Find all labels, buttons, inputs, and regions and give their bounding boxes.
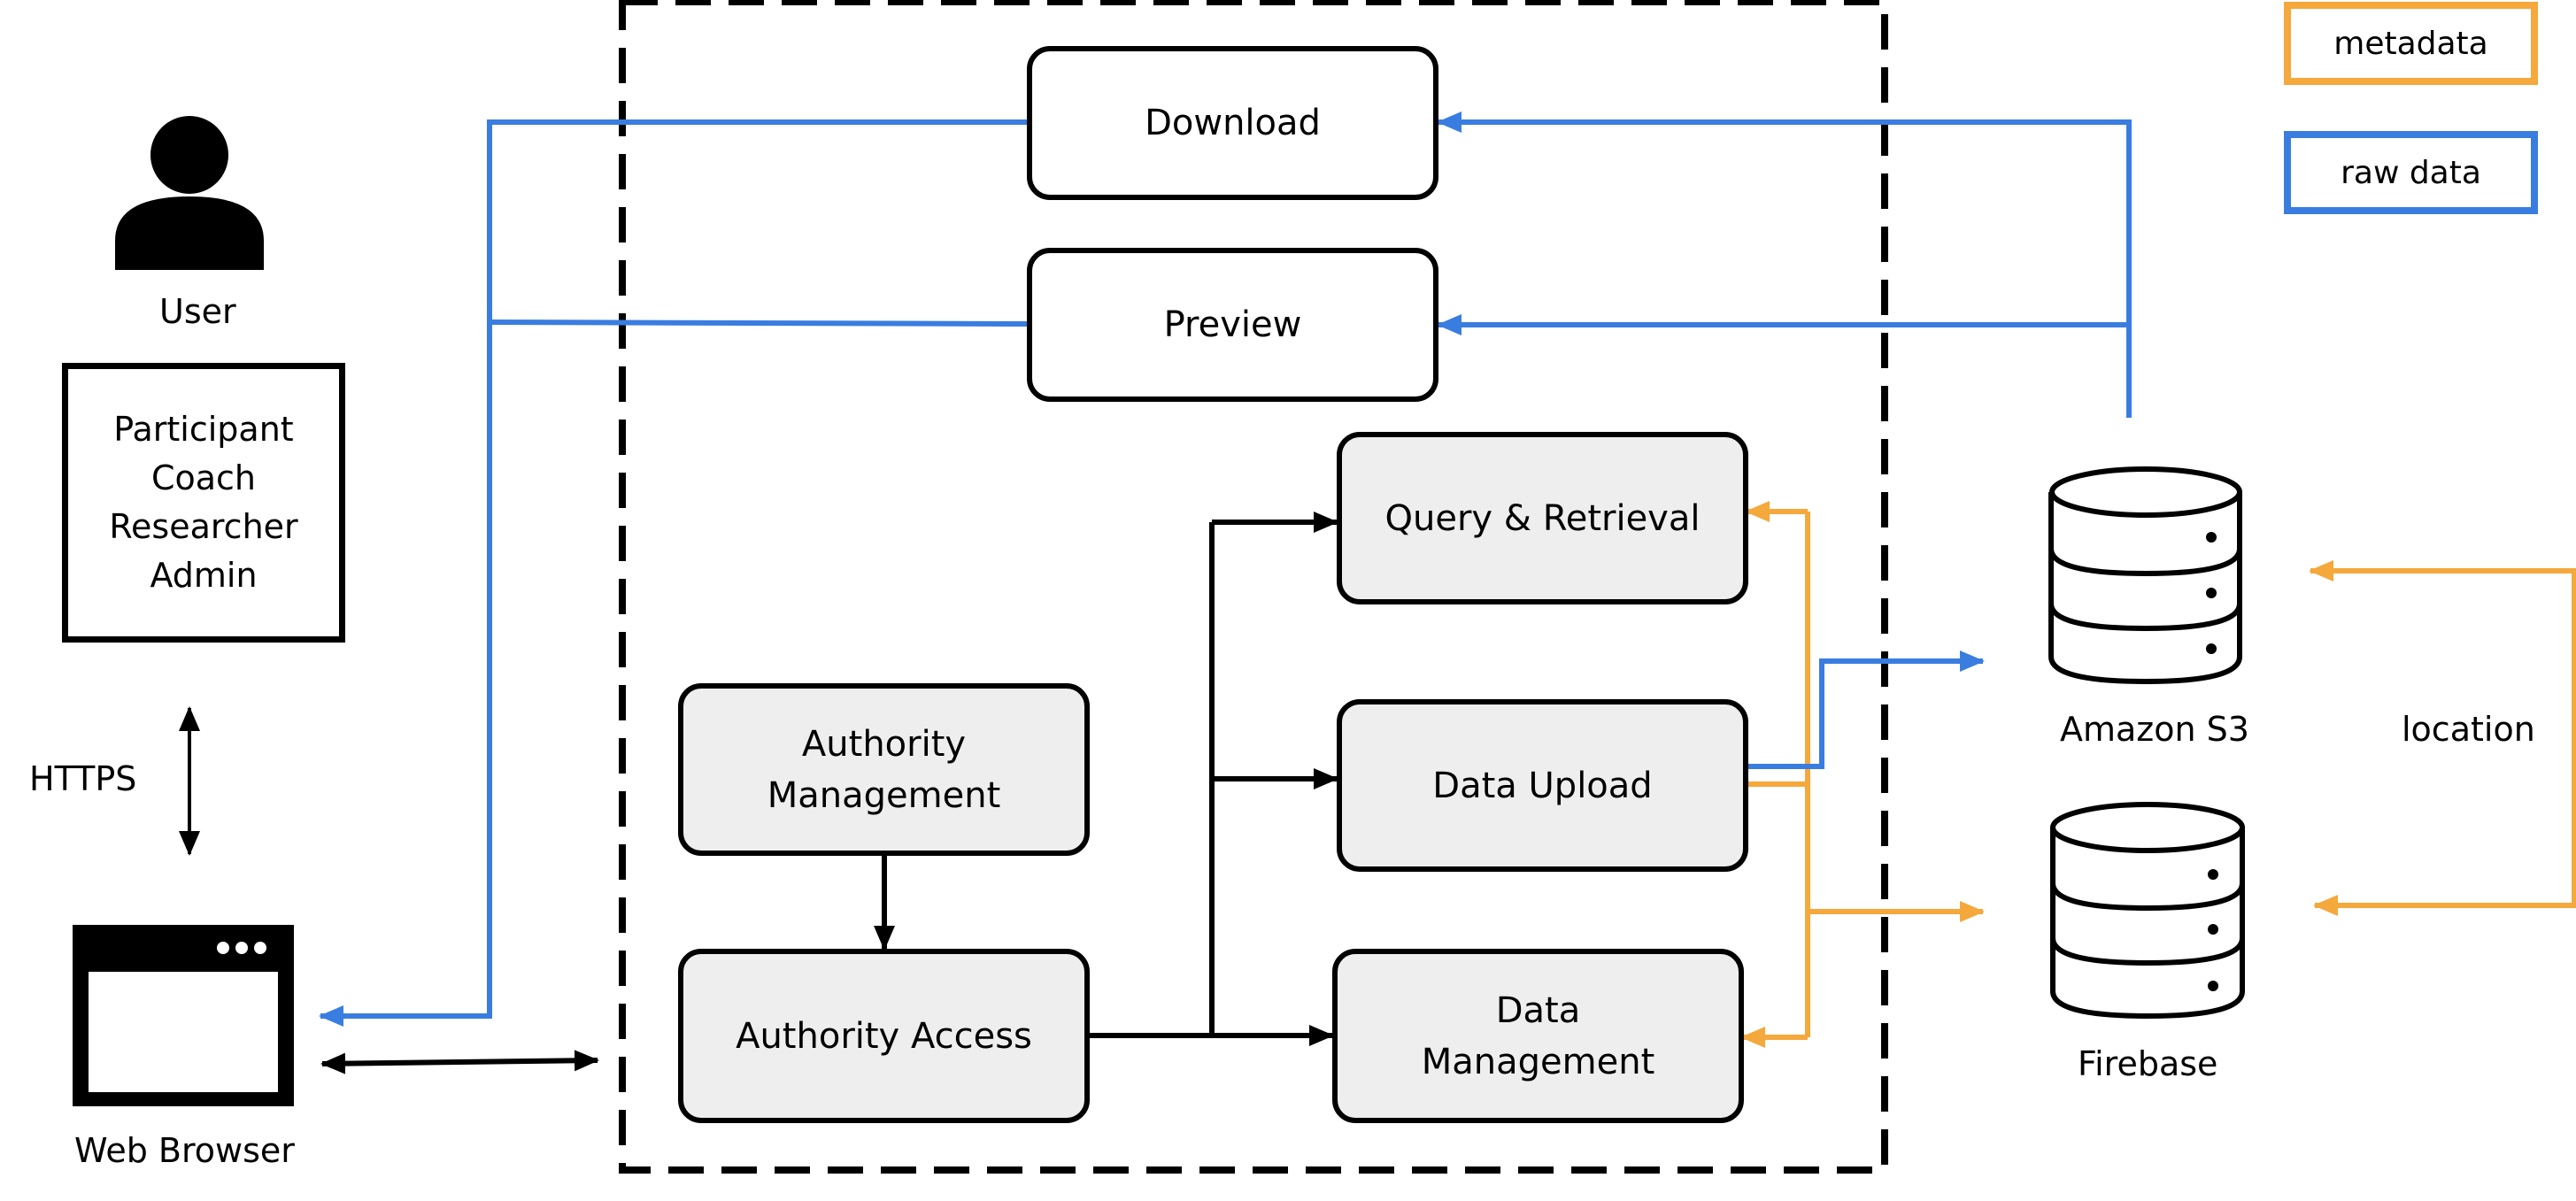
- user-label: User: [159, 292, 236, 331]
- authority-management-label-line2: Management: [767, 774, 1001, 816]
- role-admin: Admin: [150, 556, 258, 595]
- data-upload-label: Data Upload: [1432, 765, 1653, 806]
- system-boundary: [619, 0, 1888, 1174]
- upload-raw-connector: [1748, 651, 1985, 769]
- database-icon: [2048, 466, 2242, 685]
- query-retrieval-box[interactable]: Query & Retrieval: [1337, 432, 1748, 604]
- raw-data-s3-connector: [1437, 112, 2132, 418]
- legend-metadata-label: metadata: [2333, 25, 2488, 62]
- user-icon: [115, 116, 264, 270]
- role-participant: Participant: [113, 410, 294, 449]
- data-upload-box[interactable]: Data Upload: [1337, 699, 1748, 872]
- data-management-label-line1: Data: [1495, 989, 1581, 1031]
- download-box[interactable]: Download: [1027, 46, 1438, 200]
- role-coach: Coach: [150, 458, 257, 497]
- access-connectors: [874, 512, 1338, 1046]
- preview-box[interactable]: Preview: [1027, 248, 1438, 402]
- role-researcher: Researcher: [109, 507, 298, 546]
- legend-raw-data: raw data: [2284, 131, 2538, 214]
- preview-label: Preview: [1163, 304, 1302, 345]
- browser-label: Web Browser: [74, 1131, 295, 1170]
- https-label: HTTPS: [29, 759, 137, 798]
- download-label: Download: [1145, 103, 1321, 143]
- raw-data-browser-connector: [319, 119, 1028, 1027]
- authority-access-label: Authority Access: [736, 1015, 1032, 1057]
- location-label: location: [2402, 710, 2535, 749]
- authority-management-box[interactable]: Authority Management: [678, 683, 1090, 856]
- browser-system-arrow: [320, 1050, 599, 1074]
- data-management-label-line2: Management: [1421, 1041, 1655, 1082]
- firebase-label: Firebase: [2078, 1044, 2218, 1083]
- data-management-box[interactable]: Data Management: [1332, 949, 1744, 1123]
- authority-access-box[interactable]: Authority Access: [678, 949, 1090, 1123]
- legend-raw-data-label: raw data: [2341, 154, 2481, 191]
- browser-icon: [73, 925, 294, 1106]
- query-retrieval-label: Query & Retrieval: [1384, 497, 1701, 539]
- database-icon: [2050, 802, 2245, 1020]
- metadata-connectors: [1740, 501, 2576, 1048]
- roles-box: Participant Coach Researcher Admin: [62, 363, 345, 643]
- s3-label: Amazon S3: [2060, 710, 2249, 749]
- legend-metadata: metadata: [2284, 2, 2538, 85]
- authority-management-label-line1: Authority: [801, 723, 967, 765]
